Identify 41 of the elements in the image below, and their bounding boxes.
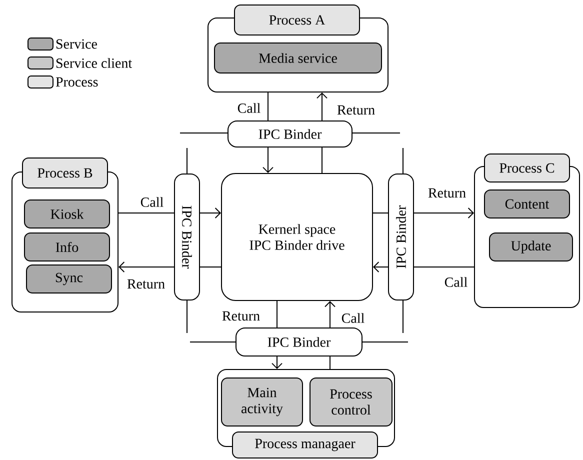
arrow [316, 92, 328, 121]
service-box: Main activity [221, 378, 303, 426]
ipc-binder-box: IPC Binder [388, 174, 414, 300]
connector-line [276, 300, 278, 328]
arrow [373, 262, 388, 272]
edge-label: Call [236, 102, 262, 114]
edge-label: Return [336, 104, 376, 116]
edge-label: Return [426, 187, 468, 199]
legend-text: Service client [56, 58, 132, 68]
ipc-binder-box: IPC Binder [174, 174, 200, 300]
process-tab: Process C [484, 154, 570, 182]
connector-line [372, 212, 388, 214]
ipc-binder-box: IPC Binder [228, 120, 352, 148]
service-box: Info [24, 232, 110, 262]
edge-label: Call [139, 196, 165, 208]
service-box: Content [484, 190, 570, 218]
connector-line [118, 212, 174, 214]
process-tab: Process managaer [232, 432, 378, 458]
legend-text: Process [56, 77, 98, 87]
service-box: Update [489, 232, 573, 262]
arrow [200, 208, 221, 218]
process-tab: Process B [22, 158, 108, 188]
kernel-box: Kernerl space IPC Binder drive [221, 173, 373, 301]
edge-label: Call [340, 312, 366, 324]
edge-label: Return [220, 310, 262, 322]
edge-label: Return [126, 278, 166, 290]
service-box: Kiosk [24, 200, 110, 228]
arrow [118, 262, 174, 272]
arrow [414, 208, 474, 218]
process-tab: Process A [234, 4, 360, 36]
arrow [262, 147, 274, 173]
arrow [324, 301, 336, 328]
service-box: Sync [26, 264, 112, 294]
connector-line [200, 266, 222, 268]
edge-label: Call [443, 276, 469, 288]
ipc-binder-box: IPC Binder [236, 328, 362, 356]
arrow [272, 356, 282, 369]
legend-text: Service [56, 39, 97, 49]
service-box: Media service [214, 42, 382, 74]
connector-line [414, 266, 474, 268]
service-box: Process control [310, 378, 392, 426]
